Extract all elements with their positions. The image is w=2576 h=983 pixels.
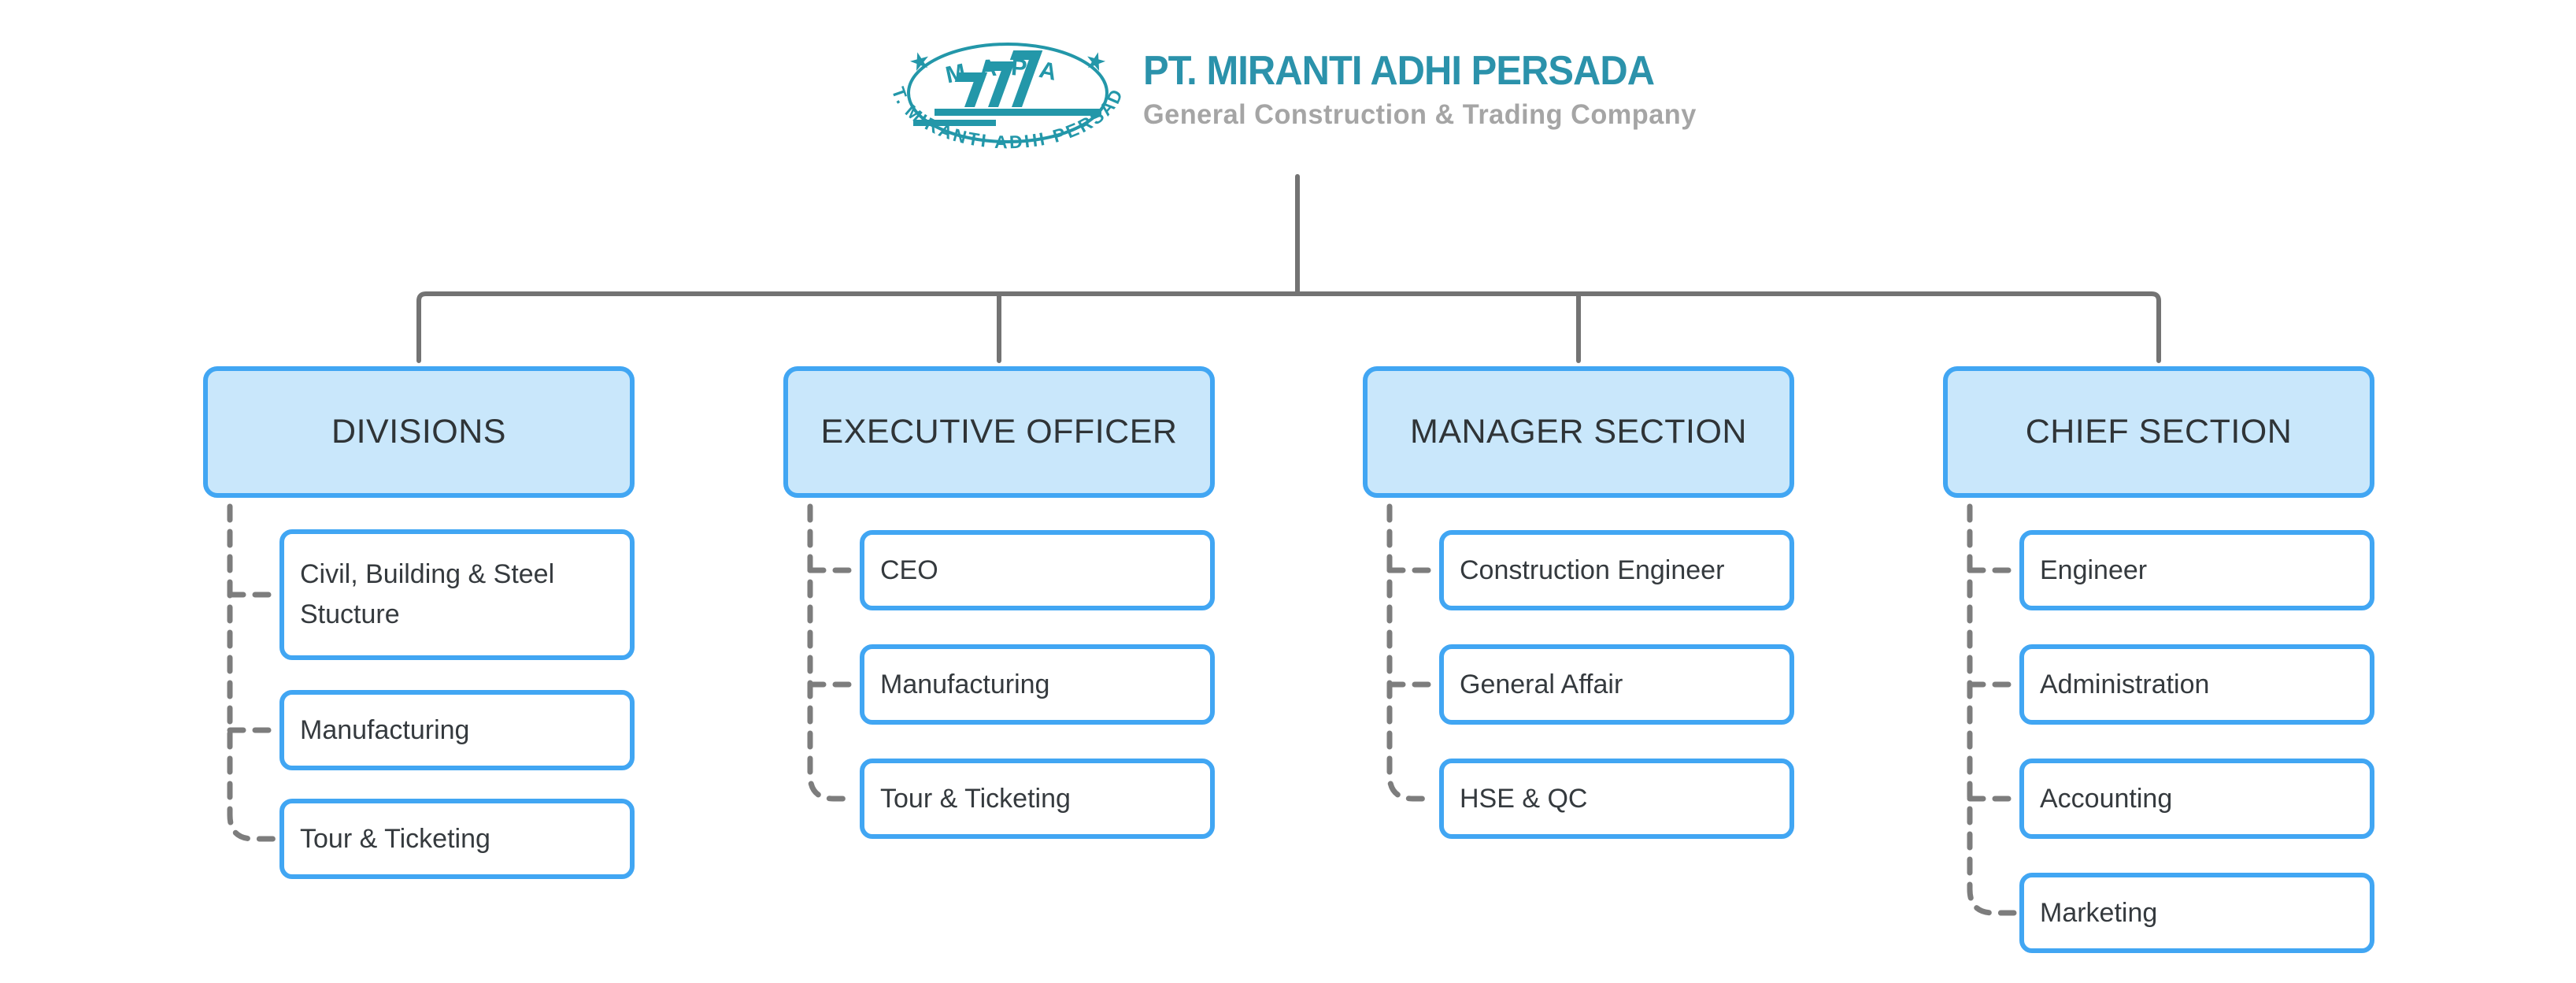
org-node-label: Accounting (2040, 783, 2173, 814)
org-node-civil-building-steel[interactable]: Civil, Building & Steel Stucture (279, 529, 635, 660)
org-node-label: Engineer (2040, 555, 2148, 585)
org-node-label: Administration (2040, 669, 2210, 699)
logo-mark (913, 50, 1101, 126)
org-node-label: DIVISIONS (331, 413, 506, 451)
org-node-label: Manufacturing (300, 714, 470, 745)
logo-ring (907, 43, 1108, 143)
org-node-label: MANAGER SECTION (1410, 413, 1747, 451)
dashed-connector (1386, 503, 1437, 802)
company-tagline: General Construction & Trading Company (1143, 99, 1697, 130)
branch-bar (416, 291, 2161, 363)
org-node-manufacturing-div[interactable]: Manufacturing (279, 690, 635, 770)
org-node-accounting[interactable]: Accounting (2019, 759, 2374, 839)
org-node-label: CHIEF SECTION (2025, 413, 2293, 451)
org-node-label: Construction Engineer (1460, 555, 1725, 585)
org-node-tour-ticketing-div[interactable]: Tour & Ticketing (279, 799, 635, 879)
org-node-label: EXECUTIVE OFFICER (820, 413, 1178, 451)
org-node-engineer[interactable]: Engineer (2019, 530, 2374, 610)
org-node-chief-section[interactable]: CHIEF SECTION (1943, 366, 2374, 498)
org-node-tour-ticketing-exec[interactable]: Tour & Ticketing (860, 759, 1215, 839)
org-node-ceo[interactable]: CEO (860, 530, 1215, 610)
org-node-marketing[interactable]: Marketing (2019, 873, 2374, 953)
dashed-connector (1967, 503, 2017, 916)
org-node-construction-engineer[interactable]: Construction Engineer (1439, 530, 1794, 610)
org-node-label: Tour & Ticketing (880, 783, 1071, 814)
company-name: PT. MIRANTI ADHI PERSADA (1143, 48, 1655, 94)
org-node-general-affair[interactable]: General Affair (1439, 644, 1794, 725)
org-node-label: CEO (880, 555, 938, 585)
org-node-label: Civil, Building & Steel Stucture (300, 559, 555, 629)
org-node-label: General Affair (1460, 669, 1623, 699)
org-node-manufacturing-exec[interactable]: Manufacturing (860, 644, 1215, 725)
company-logo: MAPA PT. MIRANTI ADHI PERSADA ★ ★ (878, 0, 1125, 152)
org-node-executive-officer[interactable]: EXECUTIVE OFFICER (783, 366, 1215, 498)
org-node-label: Manufacturing (880, 669, 1050, 699)
org-node-hse-qc[interactable]: HSE & QC (1439, 759, 1794, 839)
dashed-connector (807, 503, 857, 802)
org-node-label: HSE & QC (1460, 783, 1588, 814)
org-node-manager-section[interactable]: MANAGER SECTION (1363, 366, 1794, 498)
org-node-label: Marketing (2040, 897, 2158, 928)
org-node-divisions[interactable]: DIVISIONS (203, 366, 635, 498)
org-node-administration[interactable]: Administration (2019, 644, 2374, 725)
org-node-label: Tour & Ticketing (300, 823, 490, 854)
dashed-connector (227, 503, 277, 842)
